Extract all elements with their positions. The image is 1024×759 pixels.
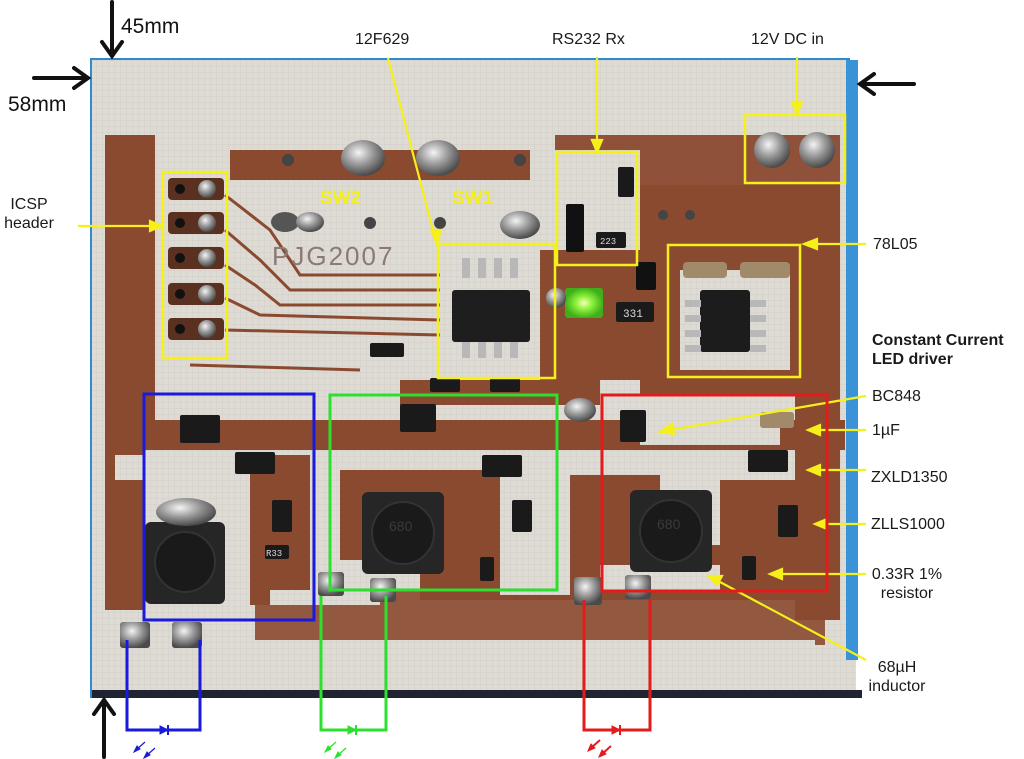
driver-red-components bbox=[620, 410, 798, 580]
height-dimension-label: 58mm bbox=[8, 93, 67, 116]
callout-inductor-line1: 68µH bbox=[877, 659, 917, 676]
box-78l05 bbox=[666, 243, 802, 379]
callout-zlls1000: ZLLS1000 bbox=[871, 516, 945, 533]
callout-inductor-line2: inductor bbox=[868, 678, 926, 695]
switch-pads bbox=[271, 140, 695, 239]
callout-1uf-capacitor: 1µF bbox=[872, 422, 900, 439]
box-dcin bbox=[743, 113, 847, 185]
driver-blue-components bbox=[145, 415, 292, 604]
pic-12f629-chip bbox=[452, 258, 530, 358]
switch-label-sw1: SW1 bbox=[452, 188, 494, 209]
icsp-pads bbox=[168, 178, 224, 340]
box-12f629 bbox=[436, 242, 557, 380]
callout-icsp-header: ICSP header bbox=[0, 195, 58, 233]
red-led-symbol bbox=[587, 725, 622, 758]
green-led-symbol bbox=[323, 725, 358, 759]
dc-in-pads bbox=[754, 132, 835, 168]
callout-resistor-line1: 0.33R 1% bbox=[871, 566, 943, 583]
callout-bc848: BC848 bbox=[872, 388, 921, 405]
section-heading-led-driver: Constant Current LED driver bbox=[872, 331, 1004, 369]
marking-223: 223 bbox=[600, 237, 616, 247]
section-heading-line1: Constant Current bbox=[872, 332, 1004, 349]
callout-12v-dc-in: 12V DC in bbox=[751, 31, 824, 48]
callout-78l05: 78L05 bbox=[873, 236, 918, 253]
dimension-arrows bbox=[32, 0, 916, 759]
callout-resistor-line2: resistor bbox=[880, 585, 934, 602]
status-led bbox=[565, 288, 603, 318]
marking-680-red: 680 bbox=[657, 516, 681, 532]
box-icsp bbox=[161, 170, 229, 360]
callout-zxld1350: ZXLD1350 bbox=[871, 469, 948, 486]
callout-icsp-line2: header bbox=[4, 215, 54, 232]
marking-331: 331 bbox=[623, 309, 643, 321]
callout-sense-resistor: 0.33R 1% resistor bbox=[866, 565, 948, 603]
icsp-traces bbox=[189, 193, 441, 372]
callout-icsp-line1: ICSP bbox=[10, 196, 48, 213]
board-etched-id: PJG2007 bbox=[272, 241, 395, 271]
marking-r33: R33 bbox=[266, 549, 282, 559]
marking-680-green: 680 bbox=[389, 518, 413, 534]
callout-rs232-rx: RS232 Rx bbox=[552, 31, 625, 48]
section-heading-line2: LED driver bbox=[872, 351, 953, 368]
callout-inductor: 68µH inductor bbox=[862, 658, 932, 696]
blue-led-symbol bbox=[132, 725, 170, 759]
width-dimension-label: 45mm bbox=[121, 15, 180, 38]
driver-green-components bbox=[362, 404, 532, 581]
callout-12f629: 12F629 bbox=[355, 31, 410, 48]
regulator-78l05 bbox=[683, 262, 790, 352]
yellow-callout-lines bbox=[78, 57, 867, 661]
yellow-annotation-boxes bbox=[161, 113, 847, 380]
switch-label-sw2: SW2 bbox=[320, 188, 362, 209]
